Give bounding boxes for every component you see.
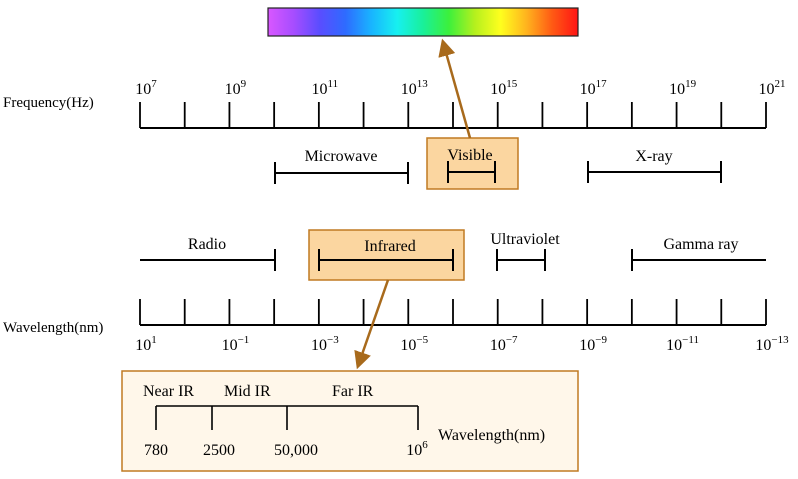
gamma-ray-label: Gamma ray [663, 236, 738, 253]
visible-highlight-box [426, 137, 519, 190]
frequency-tick-label: 1019 [669, 78, 697, 98]
frequency-tick-label: 109 [225, 78, 247, 98]
wavelength-tick-label: 10−5 [400, 334, 428, 354]
wavelength-tick-label: 10−11 [666, 334, 699, 354]
wavelength-tick-labels: 101 10−1 10−3 10−5 10−7 10−9 10−11 10−13 [135, 334, 789, 354]
frequency-tick-label: 107 [135, 78, 157, 98]
wavelength-tick-label: 10−1 [222, 334, 250, 354]
wavelength-axis-label: Wavelength(nm) [3, 320, 103, 336]
infrared-pointer-arrow [354, 279, 390, 370]
wavelength-tick-label: 10−3 [311, 334, 339, 354]
mid-ir-label: Mid IR [224, 383, 271, 400]
microwave-label: Microwave [305, 148, 378, 165]
ultraviolet-label: Ultraviolet [490, 231, 560, 248]
gamma-ray-band [631, 249, 766, 271]
ultraviolet-band [496, 249, 546, 271]
visible-band [447, 161, 496, 183]
infrared-label: Infrared [364, 238, 416, 255]
frequency-axis-label: Frequency(Hz) [3, 95, 94, 111]
infrared-band [318, 249, 454, 271]
infrared-highlight-box [308, 229, 465, 281]
wavelength-tick-label: 10−9 [579, 334, 607, 354]
near-ir-label: Near IR [143, 383, 194, 400]
xray-label: X-ray [635, 148, 672, 165]
wavelength-tick-label: 10−7 [490, 334, 518, 354]
frequency-tick-label: 1015 [490, 78, 518, 98]
ir-sub-scale [155, 405, 419, 430]
ir-value-2500: 2500 [203, 442, 235, 459]
frequency-tick-label: 1021 [759, 78, 786, 98]
ir-wavelength-unit-label: Wavelength(nm) [438, 427, 545, 444]
frequency-tick-label: 1011 [312, 78, 339, 98]
infrared-detail-box [121, 370, 579, 472]
visible-label: Visible [447, 147, 492, 164]
frequency-tick-label: 1013 [401, 78, 429, 98]
radio-band [140, 249, 276, 271]
frequency-tick-labels: 107 109 1011 1013 1015 1017 1019 1021 [135, 78, 785, 98]
visible-spectrum-bar [267, 7, 579, 37]
ir-value-1e6: 106 [406, 439, 428, 459]
frequency-tick-label: 1017 [580, 78, 608, 98]
visible-pointer-arrow [438, 38, 472, 139]
frequency-axis [139, 102, 767, 129]
wavelength-tick-label: 10−13 [755, 334, 789, 354]
xray-band [587, 161, 722, 183]
far-ir-label: Far IR [332, 383, 374, 400]
ir-value-50000: 50,000 [274, 442, 318, 459]
microwave-band [274, 162, 409, 184]
radio-label: Radio [188, 236, 226, 253]
wavelength-axis [139, 299, 767, 326]
wavelength-tick-label: 101 [135, 334, 157, 354]
ir-value-780: 780 [144, 442, 168, 459]
